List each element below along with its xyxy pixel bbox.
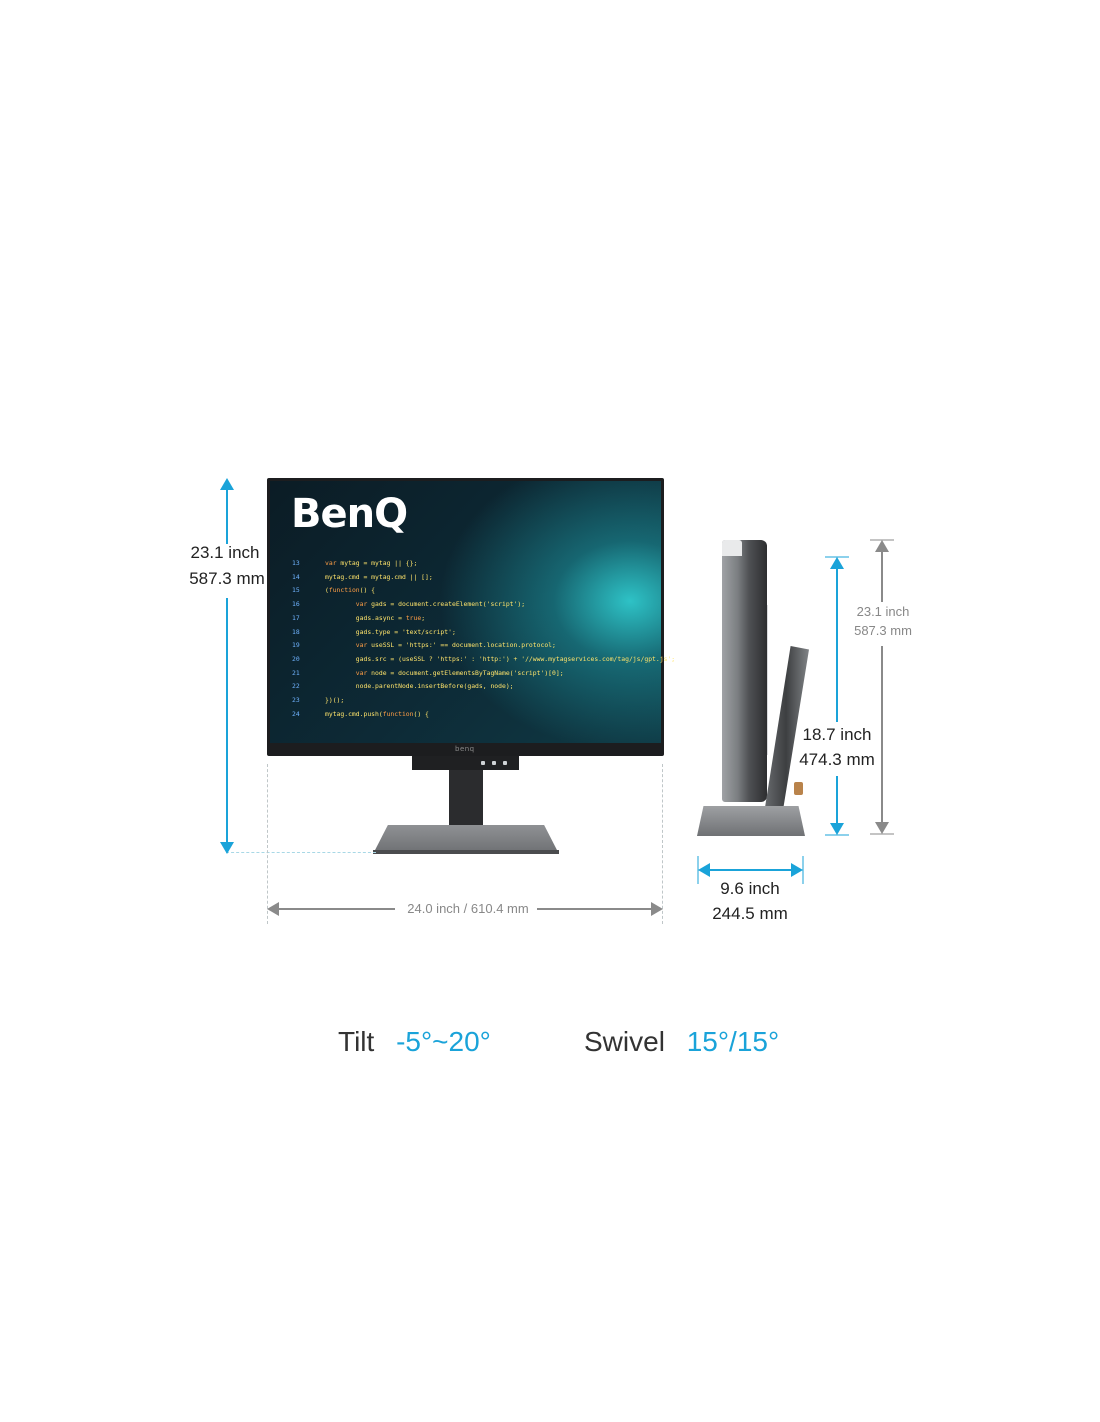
- code-token: function: [328, 586, 360, 595]
- side-monitor-top: [722, 540, 742, 556]
- code-token: gads.src = (useSSL ? 'https:' : 'http:')…: [325, 654, 676, 663]
- front-height-arrow-icon: [220, 478, 234, 854]
- line-number: 20: [292, 654, 300, 663]
- code-token: useSSL = 'https:' == document.location.p…: [367, 641, 556, 650]
- side-max-height-mm: 587.3 mm: [848, 621, 918, 640]
- line-number: 23: [292, 696, 300, 705]
- swivel-value: 15°/15°: [686, 1026, 780, 1057]
- side-monitor-panel: [722, 540, 767, 802]
- code-token: (: [325, 586, 329, 595]
- code-token: node = document.getElementsByTagName('sc…: [367, 668, 564, 677]
- line-number: 18: [292, 627, 300, 636]
- code-line: 23 })();: [292, 694, 652, 708]
- side-max-height-arrow-icon: [870, 539, 894, 835]
- swivel-label: Swivel: [584, 1026, 665, 1057]
- front-width-label: 24.0 inch / 610.4 mm: [398, 899, 538, 918]
- code-line: 20 gads.src = (useSSL ? 'https:' : 'http…: [292, 653, 675, 667]
- side-stand-knob: [794, 782, 803, 795]
- front-height-mm: 587.3 mm: [189, 569, 265, 588]
- code-token: var: [355, 600, 368, 609]
- side-depth-mm: 244.5 mm: [712, 904, 788, 923]
- stand-neck: [449, 770, 483, 826]
- side-stand-base: [697, 806, 805, 836]
- side-max-height-inch: 23.1 inch: [848, 602, 918, 621]
- line-number: 21: [292, 668, 300, 677]
- code-line: 24 mytag.cmd.push(function() {: [292, 708, 652, 722]
- code-token: var: [355, 668, 368, 677]
- code-token: true: [405, 613, 422, 622]
- front-width-separator: /: [463, 901, 468, 916]
- code-line: 17 gads.async = true;: [292, 612, 652, 626]
- code-line: 16 var gads = document.createElement('sc…: [292, 598, 652, 612]
- tilt-spec: Tilt -5°~20°: [338, 1022, 491, 1062]
- code-token: [325, 641, 356, 649]
- stand-base-edge: [373, 850, 559, 854]
- line-number: 24: [292, 709, 300, 718]
- code-token: gads = document.createElement('script');: [367, 600, 526, 609]
- code-token: var: [325, 559, 337, 567]
- code-token: ;: [421, 613, 426, 622]
- code-token: mytag.cmd = mytag.cmd || [];: [325, 572, 433, 581]
- code-token: var: [355, 641, 368, 650]
- line-number: 17: [292, 613, 300, 622]
- code-token: mytag = mytag || {};: [336, 559, 418, 567]
- screen-code-block: 13 var mytag = mytag || {}; 14 mytag.cmd = …: [292, 557, 675, 722]
- code-line: 19 var useSSL = 'https:' == document.loc…: [292, 639, 652, 653]
- line-number: 14: [292, 572, 300, 581]
- control-panel: [412, 756, 519, 770]
- tilt-label: Tilt: [338, 1026, 375, 1057]
- code-line: 15 (function() {: [292, 584, 652, 598]
- code-line: 21 var node = document.getElementsByTagN…: [292, 667, 652, 681]
- code-token: [325, 600, 356, 608]
- code-token: [325, 669, 356, 677]
- line-number: 22: [292, 682, 300, 691]
- front-width-inch: 24.0 inch: [407, 901, 461, 916]
- code-token: () {: [359, 586, 376, 595]
- stand-base: [373, 825, 559, 854]
- side-min-height-mm: 474.3 mm: [799, 750, 875, 769]
- line-number: 19: [292, 641, 300, 650]
- front-width-arrow-icon: [267, 902, 663, 916]
- code-token: mytag.cmd.push(: [325, 709, 383, 718]
- swivel-spec: Swivel 15°/15°: [584, 1022, 779, 1062]
- side-depth-arrow-icon: [697, 856, 804, 884]
- code-line: 18 gads.type = 'text/script';: [292, 626, 652, 640]
- front-height-inch: 23.1 inch: [190, 543, 260, 562]
- line-number: 13: [292, 559, 300, 567]
- height-guide-line: [226, 852, 376, 853]
- side-min-height-inch: 18.7 inch: [802, 725, 872, 744]
- tilt-value: -5°~20°: [396, 1026, 491, 1057]
- control-button-icon: [503, 761, 507, 765]
- width-guide-left: [267, 764, 268, 924]
- code-line: 13 var mytag = mytag || {};: [292, 557, 652, 571]
- code-token: })();: [325, 696, 345, 705]
- control-button-icon: [492, 761, 496, 765]
- code-token: gads.async =: [325, 613, 406, 622]
- code-line: 14 mytag.cmd = mytag.cmd || [];: [292, 571, 652, 585]
- monitor-screen: [270, 481, 661, 743]
- control-button-icon: [481, 761, 485, 765]
- bezel-logo: benq: [455, 745, 475, 753]
- code-line: 22 node.parentNode.insertBefore(gads, no…: [292, 680, 652, 694]
- side-depth-inch: 9.6 inch: [720, 879, 780, 898]
- width-guide-right: [662, 764, 663, 924]
- code-token: function: [382, 709, 414, 718]
- benq-screen-logo: BenQ: [291, 491, 408, 537]
- line-number: 16: [292, 600, 300, 609]
- line-number: 15: [292, 586, 300, 595]
- front-width-mm: 610.4 mm: [470, 901, 529, 916]
- side-min-height-arrow-icon: [825, 556, 849, 836]
- code-token: () {: [413, 709, 429, 718]
- code-token: gads.type = 'text/script';: [325, 627, 456, 636]
- code-token: node.parentNode.insertBefore(gads, node)…: [325, 682, 514, 691]
